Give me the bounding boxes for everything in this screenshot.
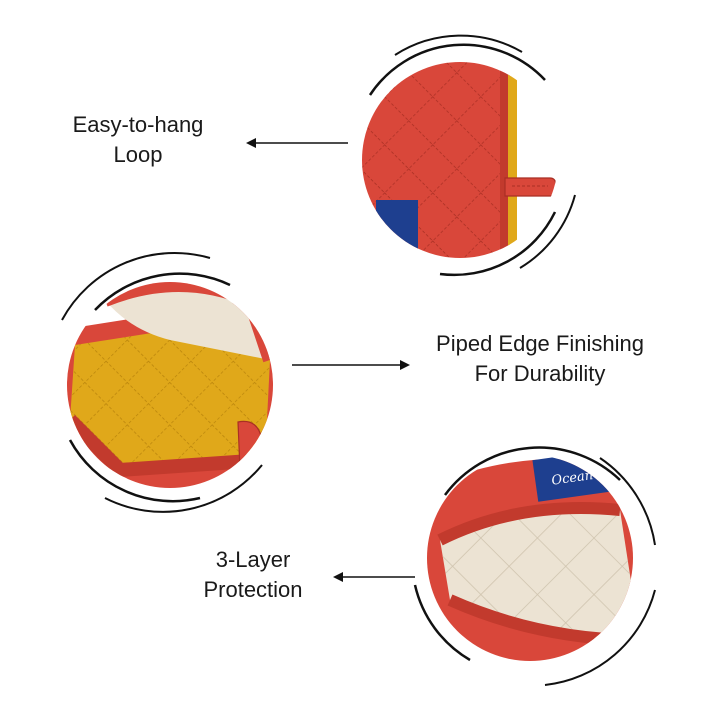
arrow-left-icon [333,572,415,582]
mitt-interior-photo: Ocean [413,446,656,686]
decor-arc [544,589,656,686]
piped-edge-photo [61,251,273,513]
decor-arc [519,194,576,269]
decor-arc [413,584,471,662]
arrow-right-icon [292,360,410,370]
decor-arc [599,457,656,546]
feature-label-line: Easy-to-hang [72,112,204,137]
feature-label-line: For Durability [474,361,606,386]
decor-arc [368,43,546,96]
feature-label-line: 3-Layer [215,547,291,572]
arrow-left-icon [246,138,348,148]
decor-arc [68,439,201,503]
hanging-loop-photo [362,34,576,277]
decor-arc [94,272,231,311]
brand-tag-text: Ocean [551,468,594,489]
decor-arc [439,211,557,277]
decor-arc [61,251,211,321]
feature-label-line: Protection [203,577,303,602]
feature-label-loop: Easy-to-hang Loop [48,110,228,170]
decor-arc [394,34,523,56]
feature-label-protection: 3-Layer Protection [178,545,328,605]
feature-label-line: Loop [113,142,163,167]
feature-label-piped-edge: Piped Edge Finishing For Durability [410,329,670,389]
decor-arc [104,464,263,513]
feature-label-line: Piped Edge Finishing [436,331,644,356]
decor-arc [443,446,621,496]
brand-tag [376,200,418,250]
